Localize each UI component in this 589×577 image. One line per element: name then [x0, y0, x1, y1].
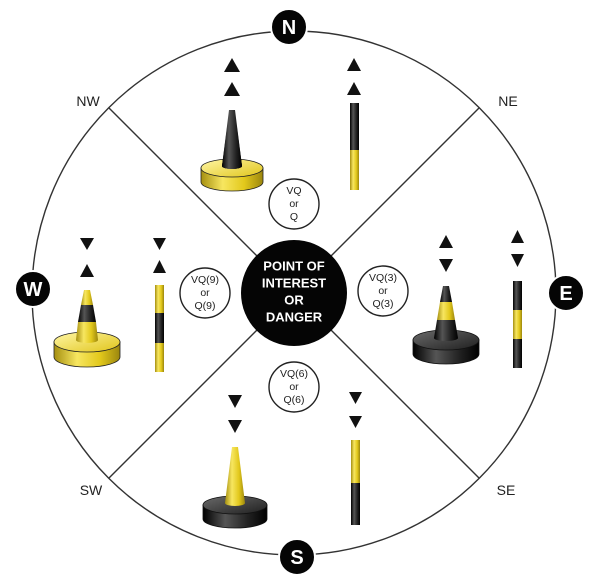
east-spar-topmark-icon	[511, 230, 524, 267]
light-south-line-2: or	[289, 381, 299, 393]
light-north-line-1: VQ	[286, 185, 301, 197]
cardinal-west-label: W	[24, 279, 43, 301]
cardinal-west-badge: W	[15, 271, 51, 307]
south-spar-topmark-icon	[349, 392, 362, 428]
light-characteristic-west: VQ(9) or Q(9)	[180, 268, 230, 318]
light-north-line-3: Q	[290, 211, 298, 223]
light-south-line-1: VQ(6)	[280, 368, 308, 380]
east-buoy	[413, 286, 479, 364]
west-buoy	[54, 290, 120, 367]
light-west-line-2: or	[200, 287, 210, 299]
center-label-line-4: DANGER	[266, 310, 323, 325]
west-buoy-topmark-icon	[80, 238, 94, 277]
intercardinal-nw-label: NW	[76, 93, 100, 109]
intercardinal-sw-label: SW	[80, 482, 103, 498]
cardinal-east-badge: E	[548, 275, 584, 311]
south-buoy	[203, 447, 267, 528]
cardinal-east-label: E	[559, 283, 572, 305]
center-label-line-2: INTEREST	[262, 276, 326, 291]
south-spar	[351, 440, 360, 525]
north-buoy	[201, 110, 263, 191]
light-west-line-1: VQ(9)	[191, 274, 219, 286]
north-spar	[350, 103, 359, 190]
intercardinal-ne-label: NE	[498, 93, 517, 109]
light-west-line-3: Q(9)	[195, 300, 216, 312]
point-of-interest: POINT OF INTEREST OR DANGER	[241, 240, 347, 346]
center-label-line-1: POINT OF	[263, 259, 324, 274]
light-characteristic-east: VQ(3) or Q(3)	[358, 266, 408, 316]
light-east-line-2: or	[378, 285, 388, 297]
north-spar-topmark-icon	[347, 58, 361, 95]
west-spar	[155, 285, 164, 372]
light-south-line-3: Q(6)	[284, 394, 305, 406]
cardinal-south-badge: S	[279, 539, 315, 575]
light-characteristic-north: VQ or Q	[269, 179, 319, 229]
south-buoy-topmark-icon	[228, 395, 242, 433]
cardinal-north-label: N	[282, 17, 296, 39]
cardinal-south-label: S	[290, 547, 303, 569]
east-spar	[513, 281, 522, 368]
west-spar-topmark-icon	[153, 238, 166, 273]
east-buoy-topmark-icon	[439, 235, 453, 272]
north-buoy-topmark-icon	[224, 58, 240, 96]
intercardinal-se-label: SE	[497, 482, 516, 498]
light-east-line-1: VQ(3)	[369, 272, 397, 284]
cardinal-north-badge: N	[271, 9, 307, 45]
center-label-line-3: OR	[284, 293, 304, 308]
light-characteristic-south: VQ(6) or Q(6)	[269, 362, 319, 412]
light-east-line-3: Q(3)	[373, 298, 394, 310]
light-north-line-2: or	[289, 198, 299, 210]
